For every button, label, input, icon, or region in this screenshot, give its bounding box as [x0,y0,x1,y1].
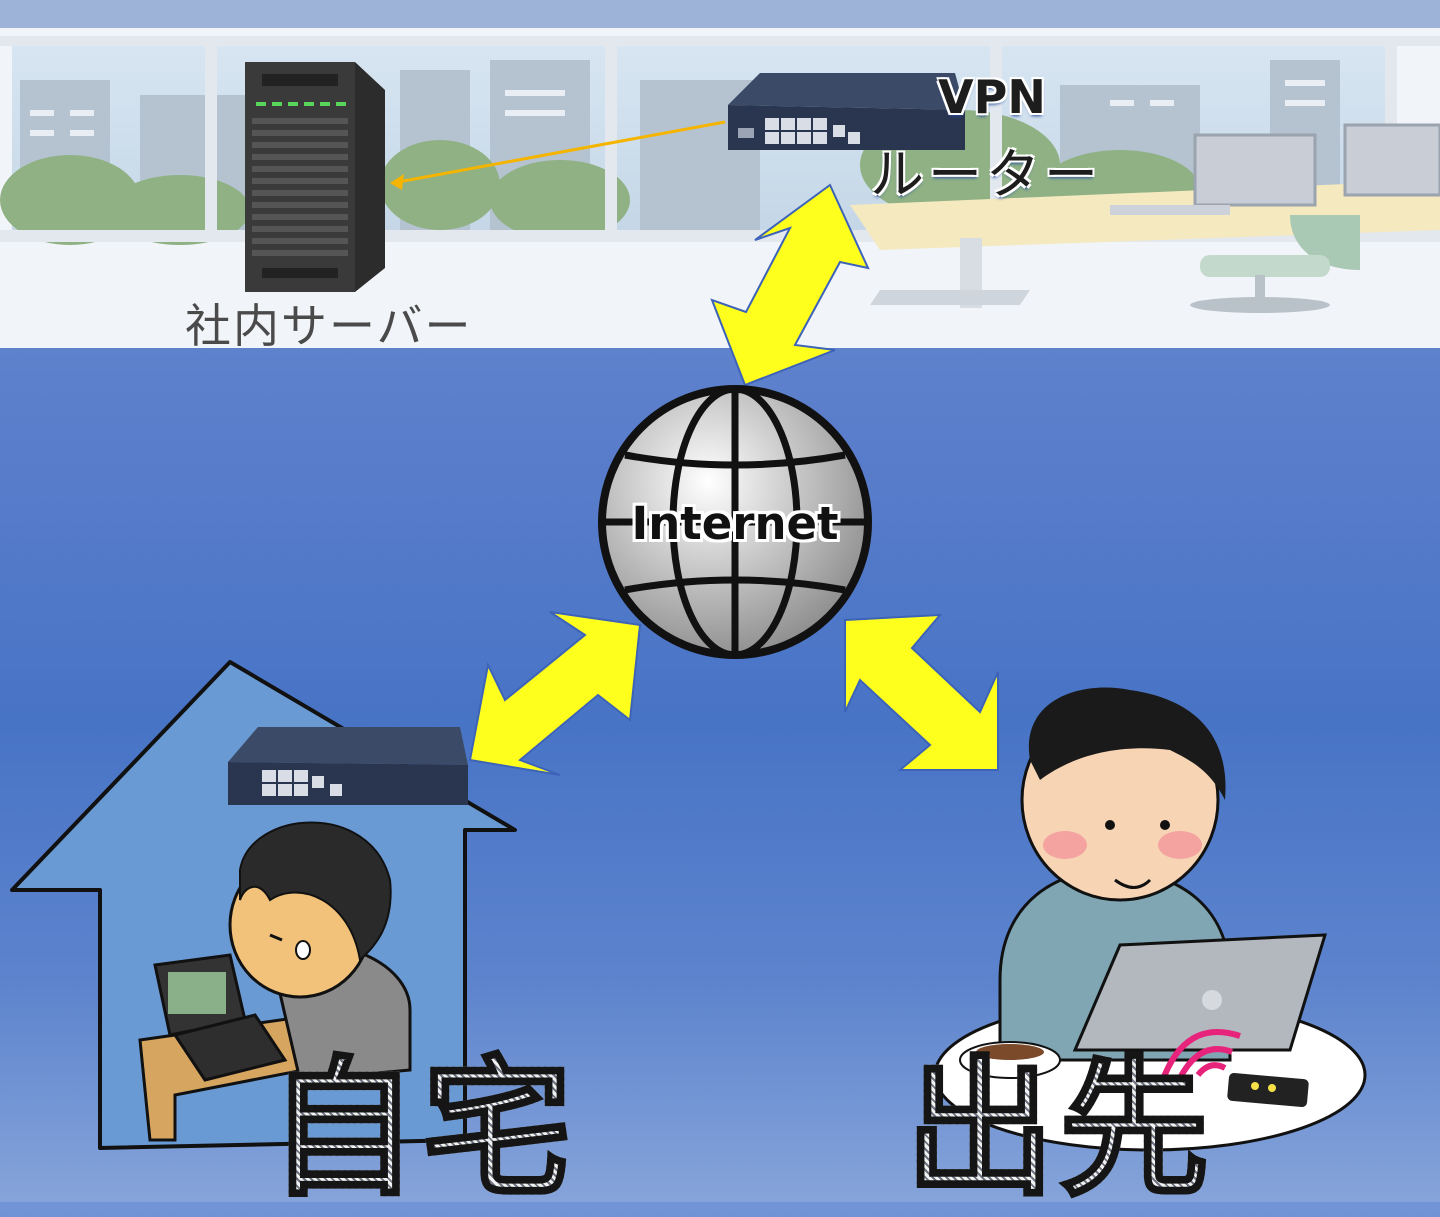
router-label: ルーター [870,143,1102,206]
server-label: 社内サーバー [185,299,473,353]
mobile-wifi-icon [1159,1029,1309,1108]
arrow-office-internet [710,183,870,387]
home-router-icon [228,727,468,805]
lan-link-line [390,120,726,190]
coffee-cup-icon [959,1041,1061,1079]
office-background [0,0,1440,348]
internet-globe-icon [598,385,872,659]
vpn-router-icon [728,73,965,150]
home-worker-illustration [138,821,412,1142]
home-label: 自宅 [266,1043,577,1217]
vpn-label: VPN [938,70,1046,124]
tower-server-icon [245,62,385,292]
arrow-home-internet [468,611,642,776]
internet-label: Internet [631,497,839,550]
arrow-away-internet [844,613,999,771]
mobile-worker-illustration [933,687,1367,1152]
office-scene [0,0,1440,348]
away-label: 出先 [903,1043,1214,1217]
